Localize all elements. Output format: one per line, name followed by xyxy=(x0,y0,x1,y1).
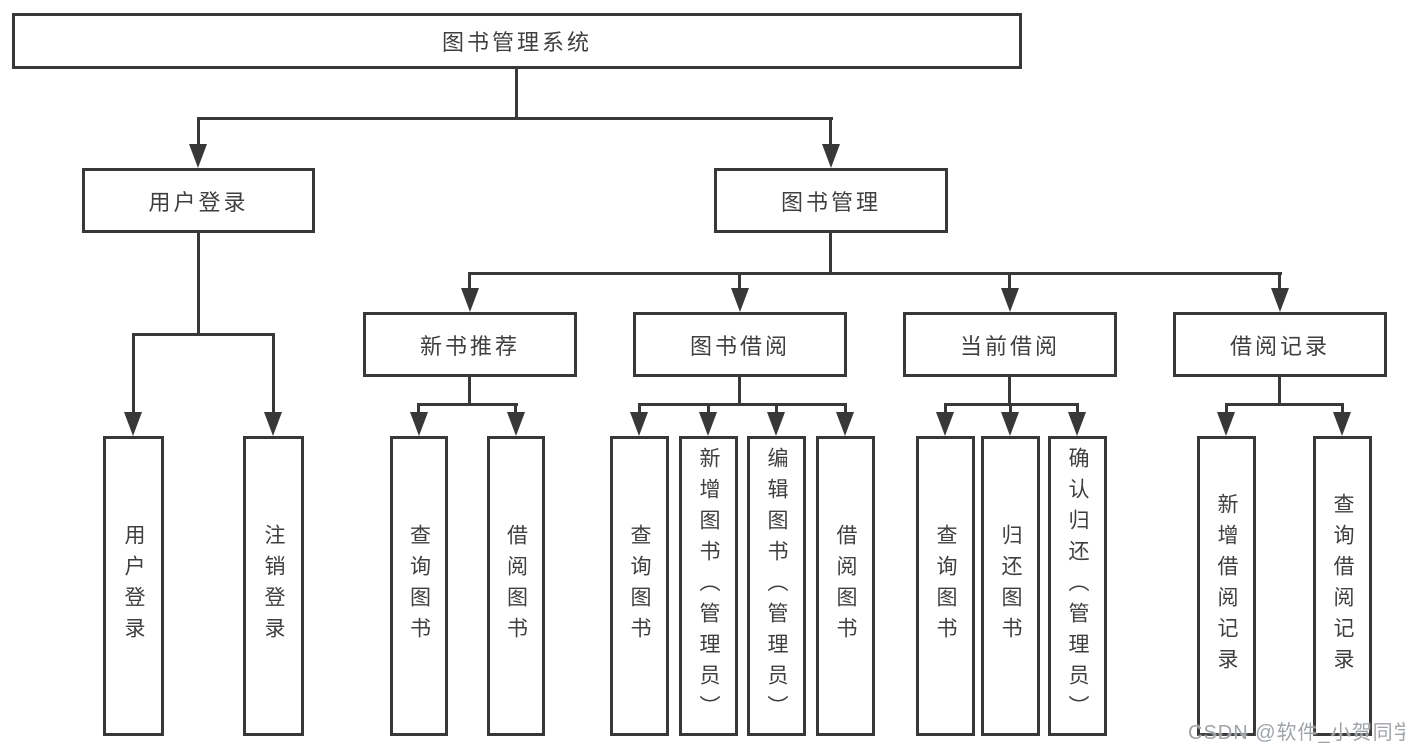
connector-new-books-stub xyxy=(468,377,471,405)
arrow-stem-book-management xyxy=(829,117,832,149)
arrow-head xyxy=(630,412,648,436)
arrow-head-leaf-login xyxy=(124,412,142,436)
arrow-head xyxy=(936,412,954,436)
connector-book-borrow-stub xyxy=(738,377,741,405)
arrow-head xyxy=(1001,412,1019,436)
connector-current-borrow-stub xyxy=(1008,377,1011,405)
arrow-head xyxy=(699,412,717,436)
node-user-login: 用户登录 xyxy=(82,168,315,233)
arrow-head xyxy=(507,412,525,436)
arrow-stem-book-borrow xyxy=(738,272,741,292)
arrow-stem xyxy=(514,403,517,415)
connector-user-login-stub xyxy=(197,233,200,335)
node-root: 图书管理系统 xyxy=(12,13,1022,69)
node-borrow-records: 借阅记录 xyxy=(1173,312,1387,377)
arrow-head xyxy=(767,412,785,436)
arrow-stem xyxy=(1009,403,1012,415)
arrow-head-book-borrow xyxy=(731,288,749,312)
arrow-head xyxy=(1217,412,1235,436)
arrow-head-book-management xyxy=(822,144,840,168)
connector-login-group xyxy=(132,333,275,336)
connector-book-management-stub xyxy=(829,233,832,274)
arrow-stem xyxy=(775,403,778,415)
arrow-head-leaf-logout xyxy=(264,412,282,436)
arrow-stem-borrow-records xyxy=(1278,272,1281,292)
arrow-stem xyxy=(844,403,847,415)
arrow-head xyxy=(1068,412,1086,436)
leaf-user-login: 用户登录 xyxy=(103,436,164,736)
leaf-borrow-books-recommend: 借阅图书 xyxy=(487,436,545,736)
node-book-borrow: 图书借阅 xyxy=(633,312,847,377)
leaf-query-books-current: 查询图书 xyxy=(916,436,975,736)
arrow-stem xyxy=(1225,403,1228,415)
node-book-management: 图书管理 xyxy=(714,168,948,233)
leaf-add-books-admin: 新增图书（管理员） xyxy=(679,436,738,736)
leaf-add-borrow-record: 新增借阅记录 xyxy=(1197,436,1256,736)
leaf-confirm-return-admin: 确认归还（管理员） xyxy=(1048,436,1107,736)
arrow-head xyxy=(1333,412,1351,436)
arrow-stem xyxy=(1341,403,1344,415)
node-new-book-recommend: 新书推荐 xyxy=(363,312,577,377)
connector-borrow-records-stub xyxy=(1278,377,1281,405)
arrow-stem-new-books xyxy=(468,272,471,292)
arrow-stem xyxy=(707,403,710,415)
connector-new-books-group xyxy=(417,403,518,406)
leaf-query-borrow-record: 查询借阅记录 xyxy=(1313,436,1372,736)
leaf-edit-books-admin: 编辑图书（管理员） xyxy=(747,436,806,736)
connector-book-borrow-group xyxy=(638,403,847,406)
connector-level2 xyxy=(198,117,833,120)
leaf-borrow-books: 借阅图书 xyxy=(816,436,875,736)
arrow-head-new-books xyxy=(461,288,479,312)
arrow-stem-user-login xyxy=(197,117,200,149)
arrow-head xyxy=(836,412,854,436)
arrow-stem xyxy=(417,403,420,415)
csdn-watermark: CSDN @软件_小贺同学 xyxy=(1188,722,1405,744)
node-current-borrow: 当前借阅 xyxy=(903,312,1117,377)
arrow-stem-leaf-logout xyxy=(272,333,275,415)
arrow-stem xyxy=(1076,403,1079,415)
arrow-head xyxy=(410,412,428,436)
arrow-stem-current-borrow xyxy=(1008,272,1011,292)
arrow-head-borrow-records xyxy=(1271,288,1289,312)
leaf-return-books: 归还图书 xyxy=(981,436,1040,736)
arrow-stem xyxy=(944,403,947,415)
arrow-stem-leaf-login xyxy=(132,333,135,415)
arrow-stem xyxy=(638,403,641,415)
connector-level3 xyxy=(468,272,1282,275)
leaf-query-books-recommend: 查询图书 xyxy=(390,436,448,736)
arrow-head-user-login xyxy=(189,144,207,168)
leaf-query-books-borrow: 查询图书 xyxy=(610,436,669,736)
connector-borrow-records-group xyxy=(1225,403,1344,406)
arrow-head-current-borrow xyxy=(1001,288,1019,312)
leaf-logout: 注销登录 xyxy=(243,436,304,736)
connector-root-stub xyxy=(515,68,518,118)
